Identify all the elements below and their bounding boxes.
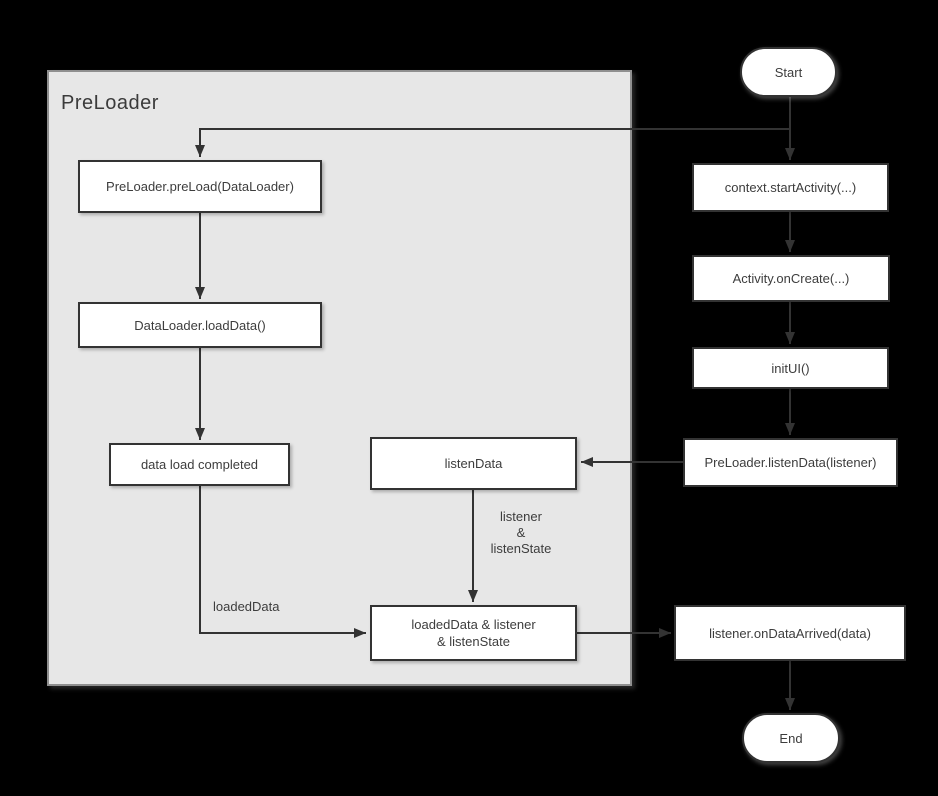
node-label-line2: & listenState xyxy=(437,634,510,649)
node-label: context.startActivity(...) xyxy=(724,180,857,195)
node-data-load-completed: data load completed xyxy=(109,443,290,486)
node-label: listenData xyxy=(444,456,503,471)
node-label: DataLoader.loadData() xyxy=(134,317,266,333)
node-loadeddata-listener-listenstate: loadedData & listener & listenState xyxy=(370,605,577,661)
node-activity-oncreate: Activity.onCreate(...) xyxy=(692,255,890,302)
edge-label-line2: & xyxy=(516,525,526,540)
node-listener-ondataarrived: listener.onDataArrived(data) xyxy=(674,605,906,661)
edge-label-line3: listenState xyxy=(490,541,552,556)
node-label: initUI() xyxy=(771,360,810,376)
node-preloader-preload: PreLoader.preLoad(DataLoader) xyxy=(78,160,322,213)
node-label: PreLoader.preLoad(DataLoader) xyxy=(106,179,294,194)
edge-label-line1: listener xyxy=(500,509,542,524)
node-listendata: listenData xyxy=(370,437,577,490)
node-label: listener.onDataArrived(data) xyxy=(709,625,871,641)
edge-label-loadeddata: loadedData xyxy=(213,599,280,614)
node-label: loadedData & listener & listenState xyxy=(411,616,535,650)
node-dataloader-loaddata: DataLoader.loadData() xyxy=(78,302,322,348)
group-title: PreLoader xyxy=(61,92,159,114)
node-preloader-listendata: PreLoader.listenData(listener) xyxy=(683,438,898,487)
node-label: PreLoader.listenData(listener) xyxy=(704,455,877,470)
node-end: End xyxy=(742,713,840,763)
node-initui: initUI() xyxy=(692,347,889,389)
node-label: End xyxy=(779,730,803,746)
node-label-line1: loadedData & listener xyxy=(411,617,536,632)
edge-label-listener-listenstate: listener & listenState xyxy=(466,509,576,557)
node-context-startactivity: context.startActivity(...) xyxy=(692,163,889,212)
node-label: Activity.onCreate(...) xyxy=(732,271,850,286)
node-label: Start xyxy=(774,64,803,80)
node-start: Start xyxy=(740,47,837,97)
node-label: data load completed xyxy=(140,457,259,472)
